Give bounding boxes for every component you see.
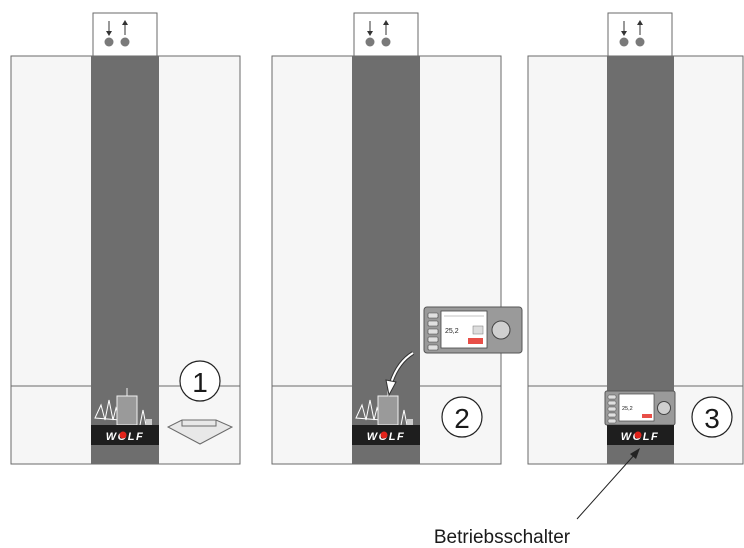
boiler-unit-1: WOLF 1: [10, 12, 241, 465]
rotary-knob: [657, 401, 671, 415]
svg-text:25,2: 25,2: [622, 406, 633, 412]
svg-text:25,2: 25,2: [445, 328, 459, 335]
control-slot: [94, 388, 152, 426]
callout-leader-arrow: [576, 448, 640, 520]
step-badge-2: 2: [441, 396, 483, 438]
rotary-knob: [491, 320, 511, 340]
brand-dot: [380, 431, 388, 439]
svg-text:1: 1: [192, 367, 208, 398]
flow-return-arrows-icon: [104, 20, 130, 47]
control-module-icon: 25,2: [604, 390, 676, 426]
brand-logo: WOLF: [106, 431, 143, 443]
flow-return-arrows-icon: [619, 20, 645, 47]
brand-logo: WOLF: [367, 431, 404, 443]
boiler-unit-2: WOLF 25,2 2: [271, 12, 523, 465]
curved-insert-arrow-icon: [385, 351, 415, 397]
flow-return-arrows-icon: [365, 20, 391, 47]
boiler-unit-3: 25,2 WOLF 3: [527, 12, 744, 520]
control-slot: [355, 388, 413, 426]
control-module-icon: 25,2: [423, 306, 523, 354]
brand-dot: [119, 431, 127, 439]
operating-switch-callout: Betriebsschalter: [434, 527, 571, 548]
brand-logo: WOLF: [621, 431, 658, 443]
svg-text:2: 2: [454, 403, 470, 434]
step-badge-3: 3: [691, 396, 733, 438]
svg-text:3: 3: [704, 403, 720, 434]
brand-dot: [634, 431, 642, 439]
step-badge-1: 1: [179, 360, 221, 402]
